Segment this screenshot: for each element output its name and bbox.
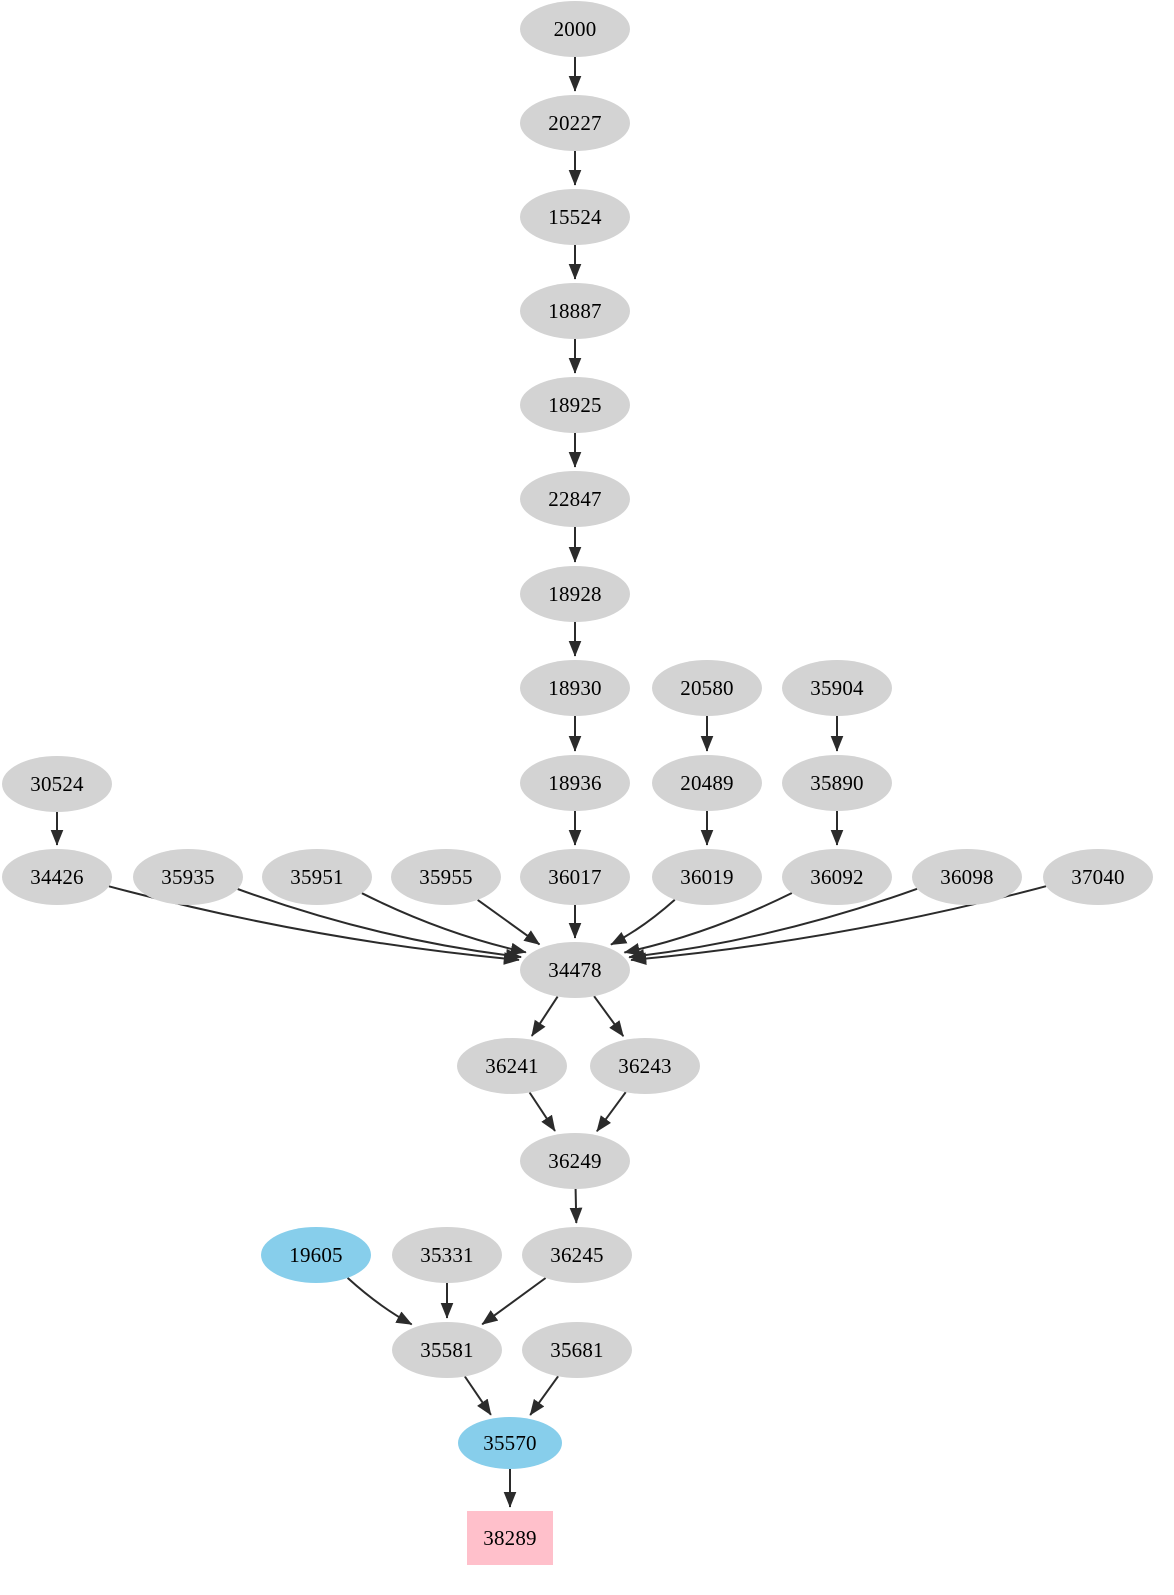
node-label: 30524 [30, 771, 84, 796]
graph-node-34478[interactable]: 34478 [520, 942, 630, 998]
node-label: 22847 [548, 486, 602, 511]
node-label: 35681 [550, 1337, 604, 1362]
node-label: 36092 [810, 864, 864, 889]
node-label: 38289 [483, 1525, 537, 1550]
graph-node-35904[interactable]: 35904 [782, 660, 892, 716]
graph-node-18887[interactable]: 18887 [520, 283, 630, 339]
node-label: 20489 [680, 770, 734, 795]
node-label: 18928 [548, 581, 602, 606]
graph-edge-35935-to-34478 [237, 888, 522, 962]
node-label: 18887 [548, 298, 602, 323]
node-label: 36249 [548, 1148, 602, 1173]
graph-node-30524[interactable]: 30524 [2, 756, 112, 812]
node-label: 36019 [680, 864, 734, 889]
graph-node-20580[interactable]: 20580 [652, 660, 762, 716]
graph-node-35951[interactable]: 35951 [262, 849, 372, 905]
node-label: 35570 [483, 1430, 537, 1455]
graph-node-35955[interactable]: 35955 [391, 849, 501, 905]
node-label: 35955 [419, 864, 473, 889]
graph-edge-36245-to-35581 [481, 1277, 547, 1326]
graph-node-18925[interactable]: 18925 [520, 377, 630, 433]
node-label: 18930 [548, 675, 602, 700]
graph-node-35570[interactable]: 35570 [458, 1417, 562, 1469]
node-label: 35904 [810, 675, 864, 700]
node-label: 18936 [548, 770, 602, 795]
graph-node-35681[interactable]: 35681 [522, 1322, 632, 1378]
graph-node-34426[interactable]: 34426 [2, 849, 112, 905]
node-label: 20580 [680, 675, 734, 700]
graph-node-18936[interactable]: 18936 [520, 755, 630, 811]
node-label: 36017 [548, 864, 602, 889]
graph-node-35935[interactable]: 35935 [133, 849, 243, 905]
node-label: 37040 [1071, 864, 1125, 889]
graph-edge-36098-to-34478 [628, 887, 918, 962]
graph-node-36092[interactable]: 36092 [782, 849, 892, 905]
graph-node-18928[interactable]: 18928 [520, 566, 630, 622]
graph-edge-35955-to-34478 [477, 899, 541, 946]
graph-node-19605[interactable]: 19605 [261, 1227, 371, 1283]
graph-node-36017[interactable]: 36017 [520, 849, 630, 905]
graph-node-36098[interactable]: 36098 [912, 849, 1022, 905]
node-label: 35951 [290, 864, 344, 889]
graph-edge-35681-to-35570 [529, 1375, 559, 1416]
graph-edge-35951-to-34478 [361, 892, 527, 956]
graph-edge-36241-to-36249 [528, 1091, 556, 1132]
node-label: 35581 [420, 1337, 474, 1362]
graph-node-35581[interactable]: 35581 [392, 1322, 502, 1378]
node-label: 20227 [548, 110, 602, 135]
graph-edge-35581-to-35570 [464, 1375, 492, 1416]
node-label: 19605 [289, 1242, 343, 1267]
graph-node-35890[interactable]: 35890 [782, 755, 892, 811]
node-label: 35935 [161, 864, 215, 889]
node-label: 36245 [550, 1242, 604, 1267]
node-label: 34426 [30, 864, 84, 889]
graph-node-22847[interactable]: 22847 [520, 471, 630, 527]
graph-node-35331[interactable]: 35331 [392, 1227, 502, 1283]
graph-edge-34478-to-36241 [530, 996, 559, 1037]
node-label: 35331 [420, 1242, 474, 1267]
graph-edge-34478-to-36243 [593, 995, 625, 1037]
graph-node-18930[interactable]: 18930 [520, 660, 630, 716]
node-label: 36241 [485, 1053, 539, 1078]
node-label: 34478 [548, 957, 602, 982]
graph-edge-36243-to-36249 [596, 1091, 627, 1132]
graph-node-37040[interactable]: 37040 [1043, 849, 1153, 905]
graph-edge-36092-to-34478 [623, 892, 793, 956]
graph-node-20489[interactable]: 20489 [652, 755, 762, 811]
node-label: 36243 [618, 1053, 672, 1078]
graph-node-38289[interactable]: 38289 [467, 1511, 553, 1565]
graph-node-2000[interactable]: 2000 [520, 1, 630, 57]
graph-edge-19605-to-35581 [346, 1277, 413, 1326]
edges-group [50, 57, 1047, 1508]
graph-node-36245[interactable]: 36245 [522, 1227, 632, 1283]
graph-node-36243[interactable]: 36243 [590, 1038, 700, 1094]
graph-node-20227[interactable]: 20227 [520, 95, 630, 151]
graph-node-36249[interactable]: 36249 [520, 1133, 630, 1189]
graph-edge-36249-to-36245 [569, 1188, 583, 1224]
node-label: 18925 [548, 392, 602, 417]
graph-edge-36019-to-34478 [610, 898, 676, 946]
graph-node-36241[interactable]: 36241 [457, 1038, 567, 1094]
graph-node-15524[interactable]: 15524 [520, 189, 630, 245]
node-label: 35890 [810, 770, 864, 795]
node-label: 36098 [940, 864, 994, 889]
node-label: 15524 [548, 204, 602, 229]
node-label: 2000 [553, 16, 597, 41]
graph-node-36019[interactable]: 36019 [652, 849, 762, 905]
